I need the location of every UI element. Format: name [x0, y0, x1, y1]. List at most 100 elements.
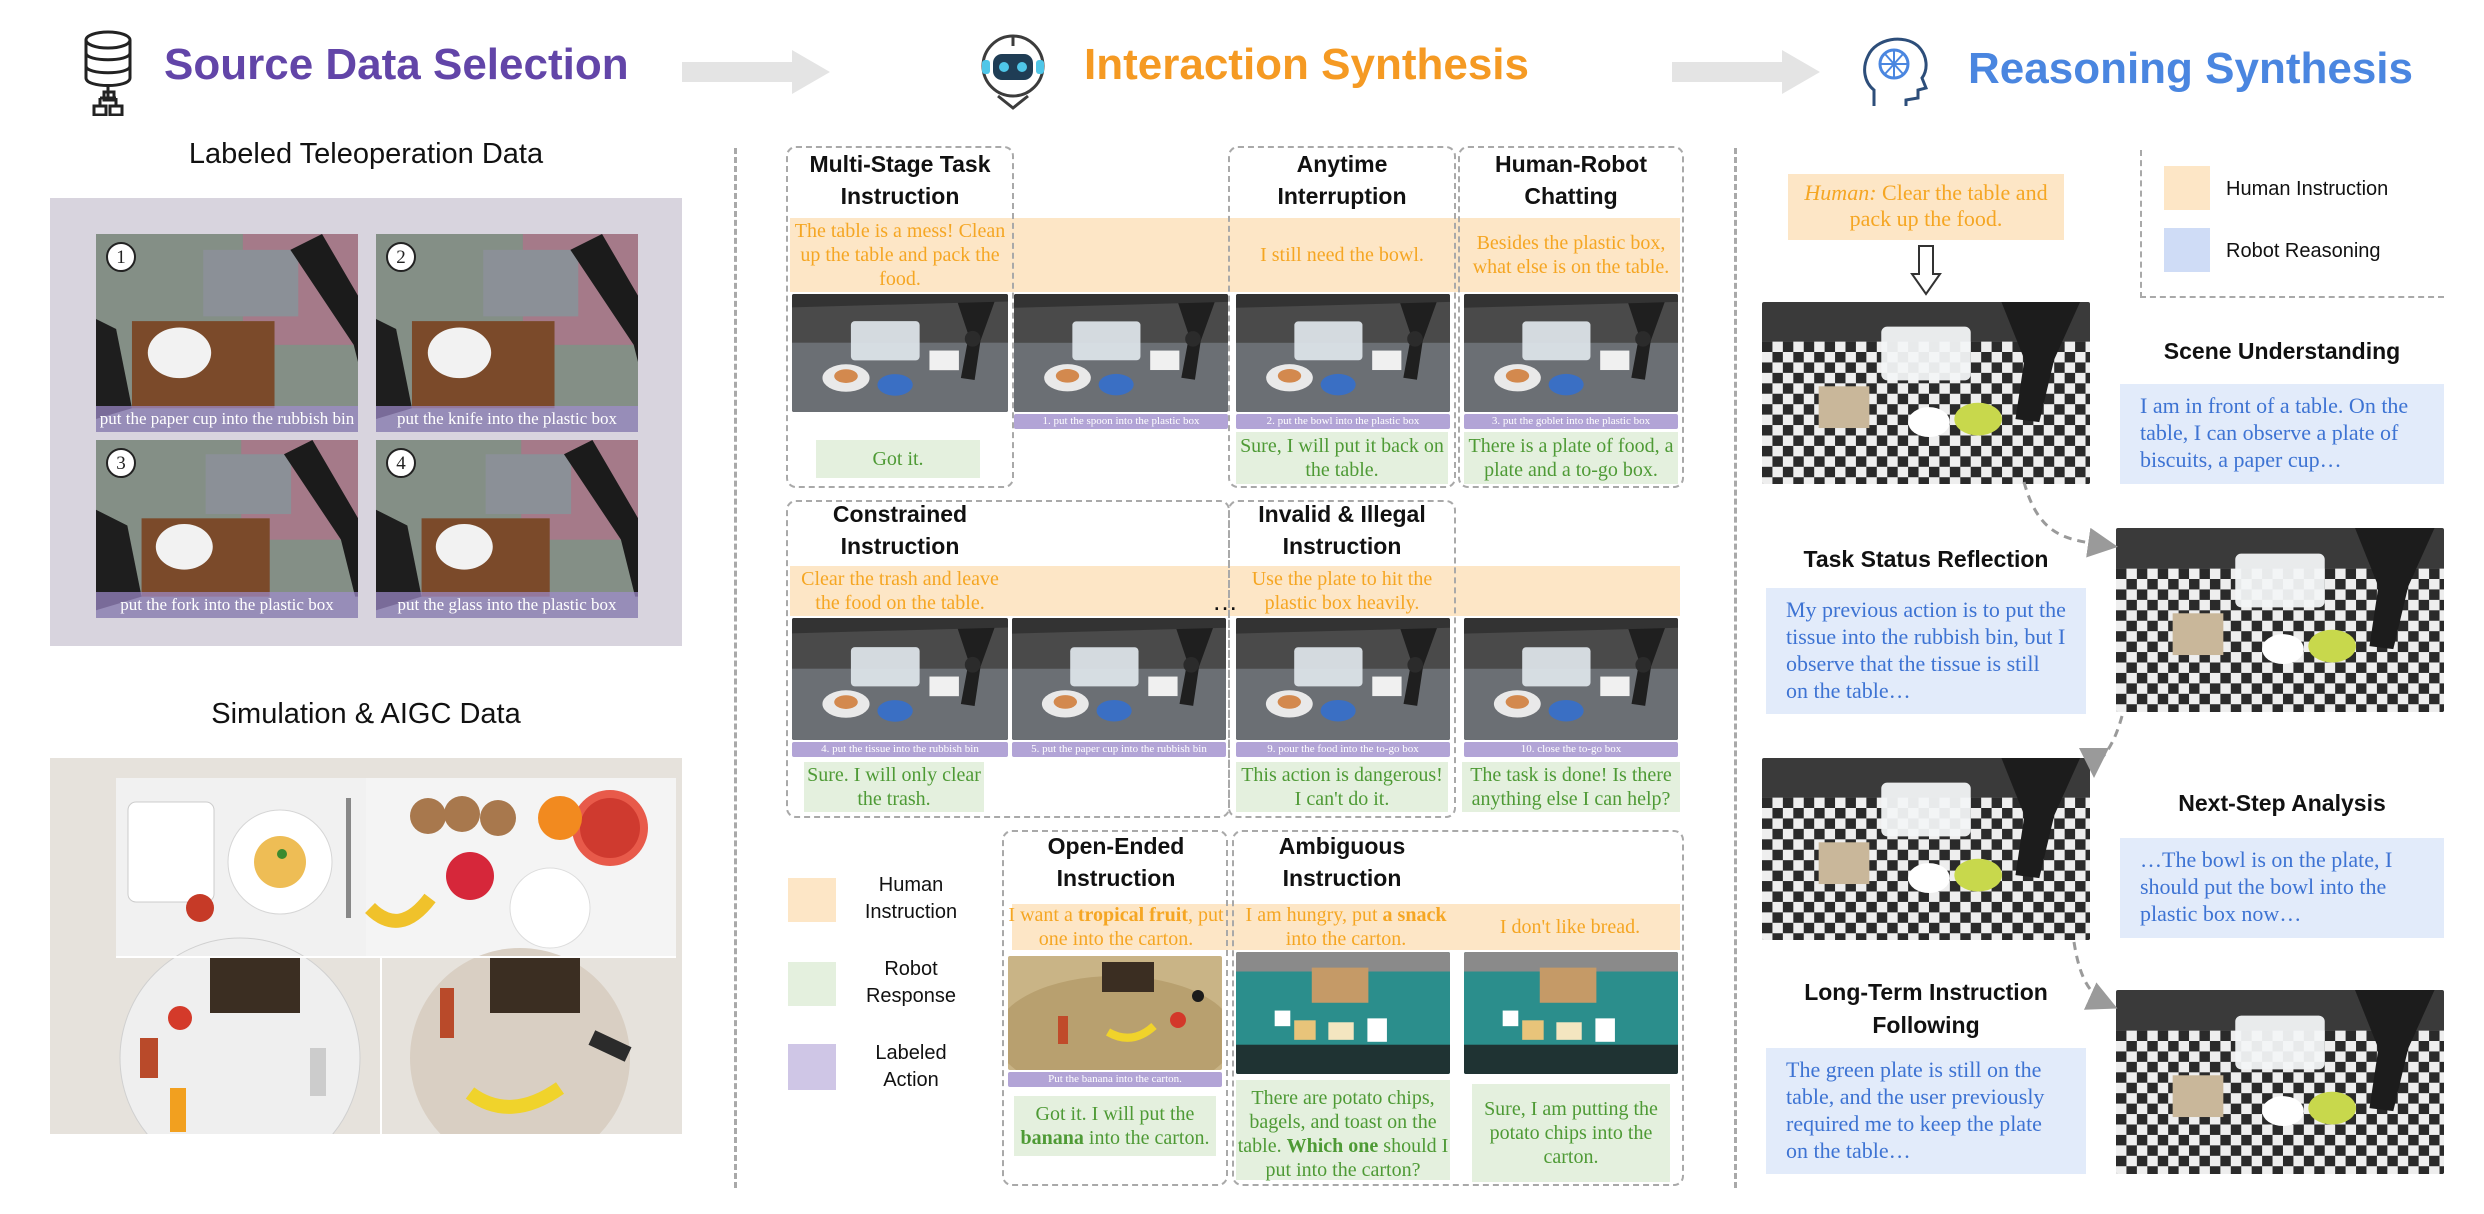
action-label: 2. put the bowl into the plastic box	[1236, 414, 1450, 429]
ellipsis: …	[1212, 586, 1238, 616]
openended-response: Got it. I will put the banana into the c…	[1014, 1096, 1216, 1156]
legend-robot-label: Robot Response	[865, 958, 957, 1007]
invalid-box	[1228, 500, 1456, 818]
openended-title: Open-Ended Instruction	[1047, 833, 1185, 891]
legend-reasoning-label: Robot Reasoning	[2226, 240, 2381, 262]
ambiguous-response: There are potato chips, bagels, and toas…	[1236, 1080, 1450, 1181]
legend-human-label: Human Instruction	[864, 874, 958, 923]
badge-2: 2	[386, 242, 416, 272]
long-term-text: The green plate is still on the table, a…	[1766, 1048, 2086, 1174]
sim-aigc-collage	[50, 758, 682, 1134]
multistage-response: Got it.	[816, 440, 980, 478]
action-label: 3. put the goblet into the plastic box	[1464, 414, 1678, 429]
next-step-title: Next-Step Analysis	[2178, 790, 2386, 816]
badge-4: 4	[386, 448, 416, 478]
invalid-response: This action is dangerous! I can't do it.	[1236, 762, 1448, 812]
task-status-title: Task Status Reflection	[1803, 546, 2049, 572]
action-label: 1. put the spoon into the plastic box	[1014, 414, 1228, 429]
arrow-down-icon	[1910, 244, 1942, 296]
multistage-box	[786, 146, 1014, 488]
ambiguous-box	[1232, 830, 1684, 1186]
action-label: 10. close the to-go box	[1464, 742, 1678, 757]
arrow-right-icon	[682, 50, 832, 94]
scene-image	[2116, 528, 2444, 712]
legend-reasoning-swatch	[2164, 228, 2210, 272]
source-title: Source Data Selection	[164, 40, 629, 89]
legend-action-swatch	[788, 1044, 836, 1090]
arrow-right-icon	[1672, 50, 1822, 94]
scene-understanding-text: I am in front of a table. On the table, …	[2120, 384, 2444, 484]
reasoning-title: Reasoning Synthesis	[1968, 44, 2414, 93]
chatting-response: There is a plate of food, a plate and a …	[1464, 432, 1678, 484]
invalid-title: Invalid & Illegal Instruction	[1258, 501, 1426, 559]
interruption-response: Sure, I will put it back on the table.	[1236, 432, 1448, 484]
robot-icon	[976, 30, 1050, 110]
task-status-text: My previous action is to put the tissue …	[1766, 588, 2086, 714]
interruption-box	[1228, 146, 1456, 488]
teleop-caption: put the paper cup into the rubbish bin	[96, 406, 358, 432]
scene-image	[1464, 952, 1678, 1074]
scene-image	[1008, 956, 1222, 1070]
legend-robot-swatch	[788, 962, 836, 1006]
action-label: Put the banana into the carton.	[1008, 1072, 1222, 1087]
constrained-title: Constrained Instruction	[832, 501, 968, 559]
done-response: The task is done! Is there anything else…	[1462, 762, 1680, 812]
multistage-title: Multi-Stage Task Instruction	[809, 151, 991, 209]
scene-image	[1014, 294, 1228, 412]
teleop-caption: put the knife into the plastic box	[376, 406, 638, 432]
human-instruction-box: Human: Clear the table and pack up the f…	[1788, 174, 2064, 240]
database-icon	[80, 28, 144, 117]
instruction-band	[790, 566, 1680, 616]
legend-human-label: Human Instruction	[2226, 178, 2389, 200]
scene-image	[1236, 618, 1450, 740]
scene-image	[792, 294, 1008, 412]
teleop-image: 1 put the paper cup into the rubbish bin	[96, 234, 358, 432]
legend-human-swatch	[2164, 166, 2210, 210]
action-label: 5. put the paper cup into the rubbish bi…	[1012, 742, 1226, 757]
teleop-image: 4 put the glass into the plastic box	[376, 440, 638, 618]
scene-image	[1464, 618, 1678, 740]
long-term-title: Long-Term Instruction Following	[1804, 979, 2048, 1038]
ambiguous-title: Ambiguous Instruction	[1278, 833, 1406, 891]
brain-head-icon	[1860, 32, 1932, 110]
scene-image	[1762, 302, 2090, 484]
teleop-image: 3 put the fork into the plastic box	[96, 440, 358, 618]
openended-box	[1002, 830, 1228, 1186]
column-divider	[734, 148, 737, 1188]
instruction-band	[1012, 904, 1680, 950]
badge-3: 3	[106, 448, 136, 478]
legend-human-swatch	[788, 878, 836, 922]
scene-image	[1012, 618, 1226, 740]
action-label: 9. pour the food into the to-go box	[1236, 742, 1450, 757]
flow-connectors	[2022, 481, 2124, 1010]
scene-image	[792, 618, 1008, 740]
legend-action-label: Labeled Action	[875, 1042, 947, 1091]
instruction-band	[790, 218, 1680, 292]
openended-instruction: I want a tropical fruit, put one into th…	[1008, 904, 1224, 950]
reasoning-legend-box	[2140, 150, 2444, 298]
teleop-caption: put the fork into the plastic box	[96, 592, 358, 618]
scene-image	[1236, 952, 1450, 1074]
multistage-instruction: The table is a mess! Clean up the table …	[794, 220, 1006, 290]
ambiguous-instruction-2: I don't like bread.	[1499, 916, 1641, 938]
chatting-instruction: Besides the plastic box, what else is on…	[1472, 232, 1670, 278]
constrained-response: Sure. I will only clear the trash.	[804, 762, 984, 812]
ambiguous-instruction: I am hungry, put a snack into the carton…	[1245, 904, 1447, 950]
chatting-title: Human-Robot Chatting	[1494, 151, 1648, 209]
ambiguous-response-2: Sure, I am putting the potato chips into…	[1472, 1084, 1670, 1182]
sim-title: Simulation & AIGC Data	[211, 698, 521, 730]
scene-image	[2116, 990, 2444, 1174]
teleop-image: 2 put the knife into the plastic box	[376, 234, 638, 432]
column-divider	[1734, 148, 1737, 1188]
interruption-title: Anytime Interruption	[1277, 151, 1407, 209]
badge-1: 1	[106, 242, 136, 272]
next-step-text: …The bowl is on the plate, I should put …	[2120, 838, 2444, 938]
interruption-instruction: I still need the bowl.	[1260, 244, 1424, 266]
teleop-caption: put the glass into the plastic box	[376, 592, 638, 618]
invalid-instruction: Use the plate to hit the plastic box hea…	[1251, 568, 1433, 614]
interaction-title: Interaction Synthesis	[1084, 40, 1530, 89]
teleop-title: Labeled Teleoperation Data	[188, 138, 544, 170]
scene-understanding-title: Scene Understanding	[2163, 338, 2401, 364]
scene-image	[1236, 294, 1450, 412]
teleop-panel: 1 put the paper cup into the rubbish bin…	[50, 198, 682, 646]
